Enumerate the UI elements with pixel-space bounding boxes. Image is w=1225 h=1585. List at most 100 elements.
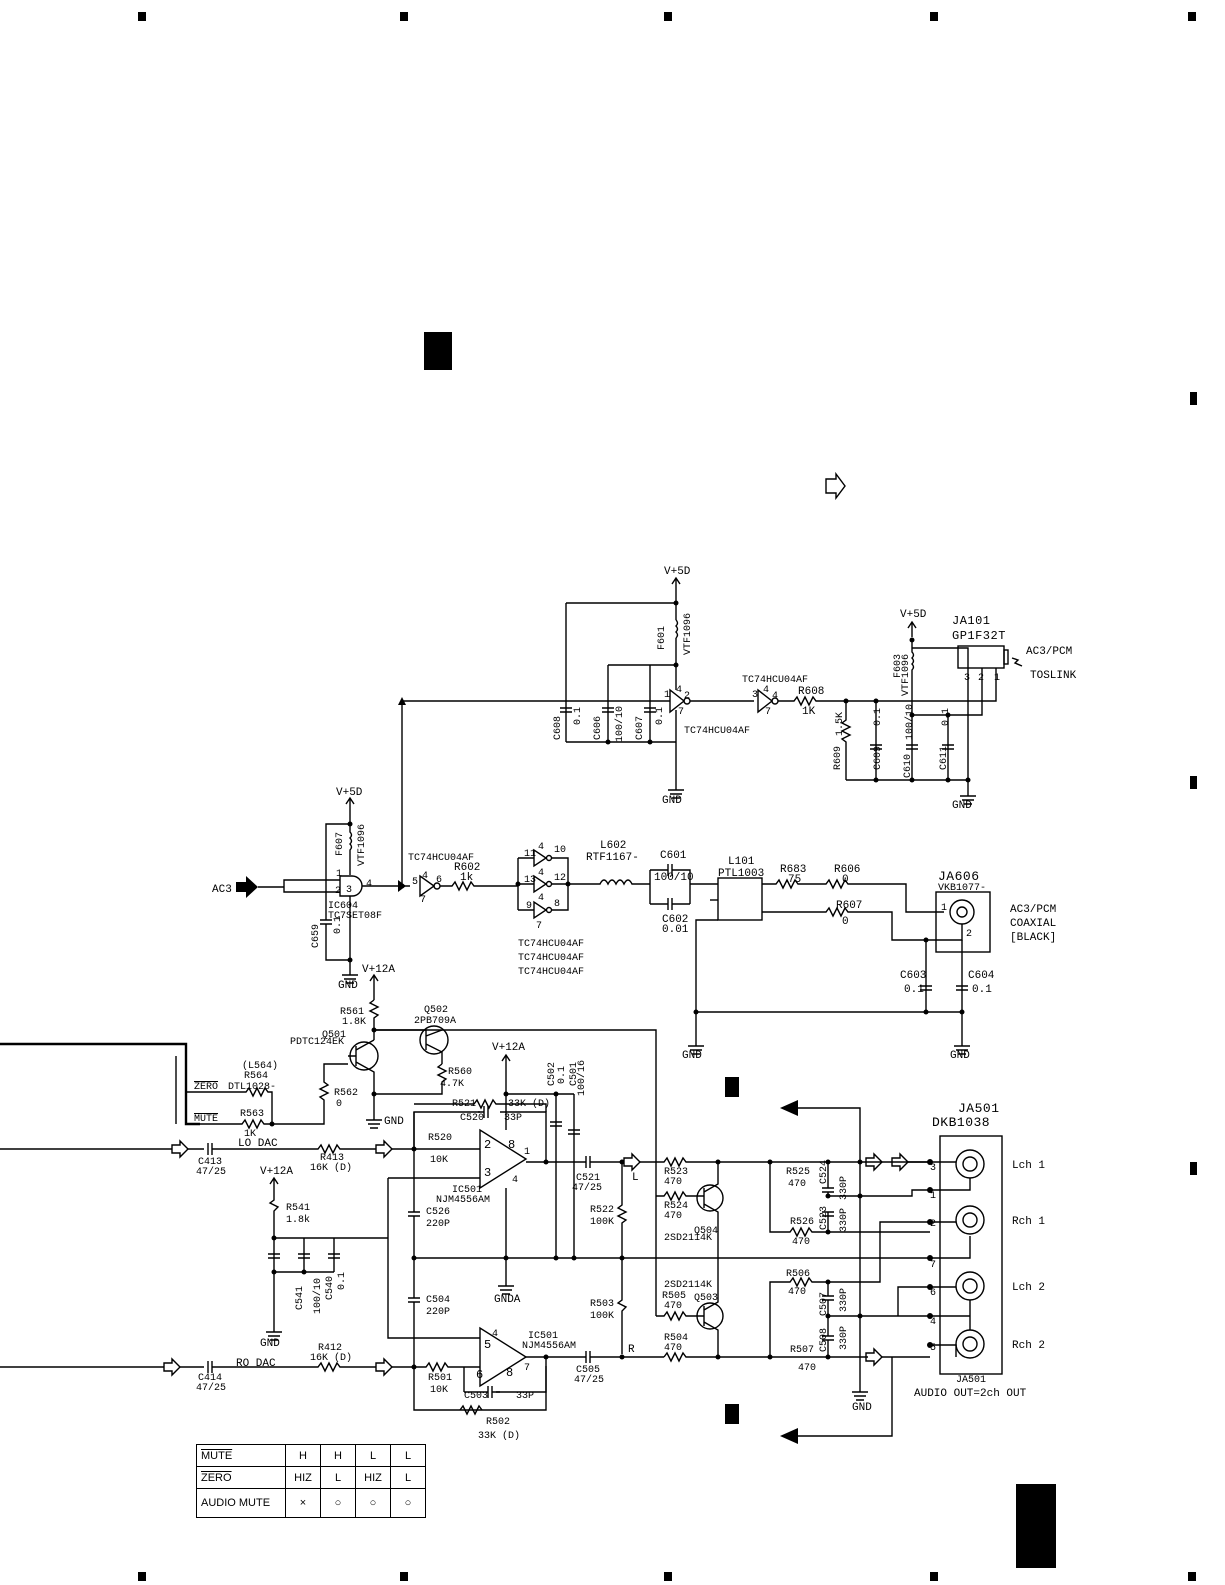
svg-text:4: 4 bbox=[422, 871, 428, 882]
ic604-gate bbox=[339, 875, 363, 897]
label-r526-val: 470 bbox=[792, 1237, 810, 1248]
label-c503-val: 33P bbox=[516, 1391, 534, 1402]
svg-text:7: 7 bbox=[524, 1363, 530, 1374]
label-c610: C610 bbox=[903, 754, 914, 778]
svg-text:8: 8 bbox=[508, 1138, 516, 1152]
label-r504-val: 470 bbox=[664, 1343, 682, 1354]
label-q502: Q502 bbox=[424, 1005, 448, 1016]
label-c508: C508 bbox=[819, 1328, 830, 1352]
label-c609-val: 0.1 bbox=[873, 708, 884, 726]
label-r: R bbox=[628, 1344, 635, 1356]
label-q504: Q504 bbox=[694, 1226, 718, 1237]
label-ja606-note2: COAXIAL bbox=[1010, 918, 1056, 930]
label-r608: R608 bbox=[798, 686, 824, 698]
svg-text:7: 7 bbox=[678, 707, 684, 718]
label-c604-val: 0.1 bbox=[972, 984, 992, 996]
svg-text:3: 3 bbox=[484, 1166, 492, 1180]
svg-text:4: 4 bbox=[512, 1175, 518, 1186]
reference-arrow-icon bbox=[825, 471, 846, 501]
label-ja501-part: DKB1038 bbox=[932, 1115, 990, 1130]
label-v5d-top: V+5D bbox=[664, 566, 691, 578]
label-q501: Q501 bbox=[322, 1030, 346, 1041]
label-ja606-note3: [BLACK] bbox=[1010, 932, 1056, 944]
coaxial-driver-section: V+5D F607 VTF1096 C659 0.1 1 2 4 3 GND I… bbox=[212, 697, 1056, 1062]
svg-text:2: 2 bbox=[978, 673, 984, 684]
label-gnda: GNDA bbox=[494, 1294, 521, 1306]
label-r503: R503 bbox=[590, 1299, 614, 1310]
label-zero: ZERO bbox=[194, 1082, 218, 1093]
label-ic501b-part: NJM4556AM bbox=[522, 1341, 576, 1352]
label-r562: R562 bbox=[334, 1088, 358, 1099]
label-c608-val: 0.1 bbox=[573, 707, 584, 725]
label-r525: R525 bbox=[786, 1167, 810, 1178]
label-c609: C609 bbox=[873, 746, 884, 770]
label-c540: C540 bbox=[325, 1276, 336, 1300]
label-l101-val: PTL1003 bbox=[718, 868, 764, 880]
label-out-lch1: Lch 1 bbox=[1012, 1160, 1045, 1172]
block-marker-upper bbox=[725, 1077, 739, 1097]
label-lo-dac: LO DAC bbox=[238, 1138, 278, 1150]
svg-text:3: 3 bbox=[964, 673, 970, 684]
label-c607: C607 bbox=[635, 716, 646, 740]
label-c520-val: 33P bbox=[504, 1113, 522, 1124]
ac3-input-arrow-icon bbox=[236, 876, 258, 898]
label-r502: R502 bbox=[486, 1417, 510, 1428]
label-inv-mid: TC74HCU04AF bbox=[408, 853, 474, 864]
label-v12a-opamp: V+12A bbox=[492, 1042, 525, 1054]
label-c520: C520 bbox=[460, 1113, 484, 1124]
label-r602: R602 bbox=[454, 862, 480, 874]
lo-dac-arrow-icon bbox=[171, 1139, 189, 1159]
svg-text:3: 3 bbox=[752, 690, 758, 701]
label-c541-val: 100/10 bbox=[312, 1278, 324, 1314]
table-cell: × bbox=[285, 1488, 321, 1518]
label-c521: C521 bbox=[576, 1173, 600, 1184]
svg-text:10: 10 bbox=[554, 845, 566, 856]
label-r560: R560 bbox=[448, 1067, 472, 1078]
label-c501-val: 100/16 bbox=[576, 1060, 588, 1096]
label-ja606-note1: AC3/PCM bbox=[1010, 904, 1056, 916]
svg-text:2: 2 bbox=[966, 929, 972, 940]
label-r506: R506 bbox=[786, 1269, 810, 1280]
label-c602-val: 0.01 bbox=[662, 924, 689, 936]
svg-text:1: 1 bbox=[664, 690, 670, 701]
label-ja606: JA606 bbox=[938, 869, 980, 884]
svg-text:2: 2 bbox=[930, 1219, 936, 1230]
label-c504: C504 bbox=[426, 1295, 450, 1306]
svg-text:4: 4 bbox=[676, 685, 682, 696]
svg-text:1: 1 bbox=[930, 1191, 936, 1202]
label-c603-val: 0.1 bbox=[904, 984, 924, 996]
label-r563-val: 1K bbox=[244, 1129, 256, 1140]
label-r504: R504 bbox=[664, 1333, 688, 1344]
label-c523: C523 bbox=[819, 1206, 830, 1230]
table-cell: ○ bbox=[320, 1488, 356, 1518]
label-r520-val: 10K bbox=[430, 1155, 448, 1166]
svg-text:2: 2 bbox=[484, 1138, 492, 1152]
label-r561-val: 1.8K bbox=[342, 1017, 366, 1028]
label-ic501: IC501 bbox=[452, 1185, 482, 1196]
label-r608-val: 1K bbox=[802, 706, 816, 718]
label-c524: C524 bbox=[819, 1160, 830, 1184]
label-c526-val: 220P bbox=[426, 1219, 450, 1230]
label-c606-val: 100/10 bbox=[614, 706, 626, 742]
label-c602: C602 bbox=[662, 914, 688, 926]
label-ic501-part: NJM4556AM bbox=[436, 1195, 490, 1206]
svg-text:9: 9 bbox=[526, 901, 532, 912]
label-c601: C601 bbox=[660, 850, 687, 862]
label-c505-val: 47/25 bbox=[574, 1374, 604, 1386]
label-ac3-input: AC3 bbox=[212, 884, 232, 896]
label-out-lch2: Lch 2 bbox=[1012, 1282, 1045, 1294]
svg-text:4: 4 bbox=[366, 879, 372, 890]
table-cell: L bbox=[355, 1444, 391, 1467]
label-inv-list-1: TC74HCU04AF bbox=[518, 939, 584, 950]
label-out-rch1: Rch 1 bbox=[1012, 1216, 1045, 1228]
table-cell: L bbox=[320, 1466, 356, 1489]
ja101-body bbox=[957, 645, 1005, 669]
label-r521: R521 bbox=[452, 1099, 476, 1110]
block-marker-lower bbox=[725, 1404, 739, 1424]
label-r523-val: 470 bbox=[664, 1177, 682, 1188]
q502-transistor bbox=[419, 1025, 449, 1055]
optical-emission-icon bbox=[1011, 657, 1023, 667]
label-r560-val: 4.7K bbox=[440, 1079, 464, 1090]
svg-text:7: 7 bbox=[930, 1260, 936, 1271]
label-ja501: JA501 bbox=[958, 1101, 1000, 1116]
